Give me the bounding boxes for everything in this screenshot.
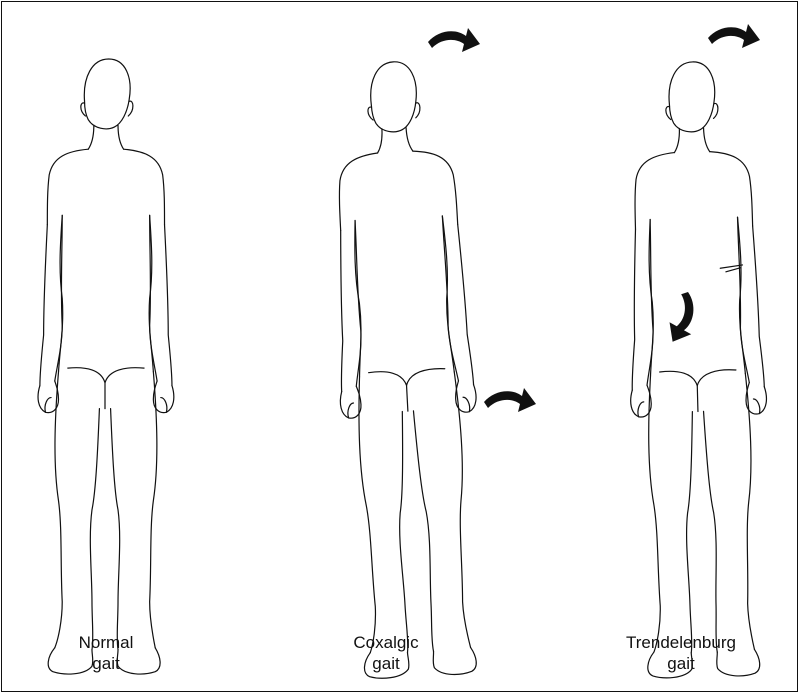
- caption-normal: Normal gait: [6, 632, 206, 674]
- arrow-coxalgic-head-icon: [428, 28, 480, 52]
- arrow-coxalgic-hand-icon: [484, 388, 536, 412]
- caption-coxalgic-line2: gait: [286, 653, 486, 674]
- caption-trendelenburg-line2: gait: [581, 653, 781, 674]
- caption-coxalgic-line1: Coxalgic: [286, 632, 486, 653]
- caption-trendelenburg-line1: Trendelenburg: [581, 632, 781, 653]
- arrow-trendelenburg-hip-icon: [665, 289, 702, 345]
- caption-normal-line2: gait: [6, 653, 206, 674]
- arrow-trendelenburg-head-icon: [708, 24, 760, 48]
- caption-coxalgic: Coxalgic gait: [286, 632, 486, 674]
- figure-normal: [38, 59, 174, 674]
- figure-coxalgic: [323, 58, 491, 679]
- caption-normal-line1: Normal: [6, 632, 206, 653]
- caption-trendelenburg: Trendelenburg gait: [581, 632, 781, 674]
- figure-trendelenburg: [622, 60, 774, 678]
